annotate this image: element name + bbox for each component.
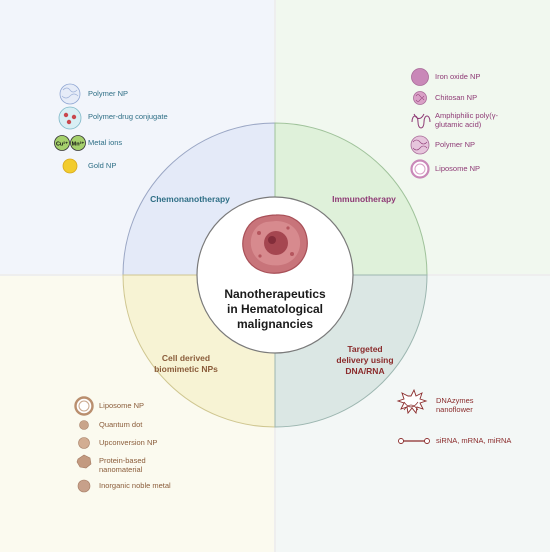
polymer-drug-conjugate-icon bbox=[58, 106, 82, 130]
cancer-cell-icon bbox=[242, 214, 308, 274]
center-title-line-1: Nanotherapeutics bbox=[224, 287, 326, 301]
legend-chitosan-np: Chitosan NP bbox=[435, 93, 478, 102]
iron-oxide-np-icon bbox=[411, 68, 429, 86]
legend-polymer-np: Polymer NP bbox=[88, 89, 129, 98]
label-biomimetic-line-1: Cell derived bbox=[162, 353, 210, 363]
inorganic-noble-metal-icon bbox=[77, 479, 91, 493]
legend-dnazymes-line-2: nanoflower bbox=[436, 405, 473, 414]
label-biomimetic-line-2: biomimetic NPs bbox=[154, 364, 218, 374]
quantum-dot-icon bbox=[79, 420, 89, 430]
legend-immuno-liposome-np: Liposome NP bbox=[435, 164, 481, 173]
legend-polymer-drug-conjugate: Polymer-drug conjugate bbox=[88, 112, 168, 121]
legend-amphiphilic-line-1: Amphiphilic poly(γ- bbox=[435, 111, 498, 120]
center-circle bbox=[196, 196, 354, 354]
label-targeted-line-2: delivery using bbox=[336, 355, 393, 365]
legend-biomimetic-liposome-np: Liposome NP bbox=[99, 401, 145, 410]
polymer-np-icon bbox=[59, 83, 81, 105]
legend-dnazymes-line-1: DNAzymes bbox=[436, 396, 474, 405]
legend-inorganic-noble-metal: Inorganic noble metal bbox=[99, 481, 171, 490]
label-targeted-line-1: Targeted bbox=[347, 344, 382, 354]
legend-metal-ions: Metal ions bbox=[88, 138, 123, 147]
legend-upconversion-np: Upconversion NP bbox=[99, 438, 158, 447]
immuno-liposome-np-icon bbox=[410, 159, 430, 179]
metal-ions-icon: Cu²⁺ Mn²⁺ bbox=[54, 135, 86, 151]
cu-ion-label: Cu²⁺ bbox=[56, 141, 68, 148]
legend-immuno-polymer-np: Polymer NP bbox=[435, 140, 476, 149]
amphiphilic-polymer-icon bbox=[411, 113, 431, 129]
label-chemonanotherapy: Chemonanotherapy bbox=[150, 194, 230, 204]
legend-protein-line-2: nanomaterial bbox=[99, 465, 143, 474]
mn-ion-label: Mn²⁺ bbox=[72, 141, 85, 148]
chitosan-np-icon bbox=[413, 91, 427, 105]
legend-amphiphilic-line-2: glutamic acid) bbox=[435, 120, 482, 129]
label-targeted-line-3: DNA/RNA bbox=[345, 366, 384, 376]
dnazymes-nanoflower-icon bbox=[396, 388, 428, 415]
legend-quantum-dot: Quantum dot bbox=[99, 420, 143, 429]
center-title-line-2: in Hematological bbox=[227, 302, 323, 316]
biomimetic-liposome-np-icon bbox=[74, 396, 94, 416]
immuno-polymer-np-icon bbox=[410, 135, 430, 155]
gold-np-icon bbox=[62, 158, 78, 174]
upconversion-np-icon bbox=[78, 437, 90, 449]
legend-protein-line-1: Protein-based bbox=[99, 456, 146, 465]
legend-gold-np: Gold NP bbox=[88, 161, 117, 170]
label-immunotherapy: Immunotherapy bbox=[332, 194, 396, 204]
protein-nanomaterial-icon bbox=[76, 454, 92, 469]
center-title-line-3: malignancies bbox=[237, 317, 313, 331]
legend-iron-oxide-np: Iron oxide NP bbox=[435, 72, 481, 81]
legend-nucleic-acids: siRNA, mRNA, miRNA bbox=[436, 436, 512, 445]
nucleic-acid-icon bbox=[398, 438, 430, 444]
